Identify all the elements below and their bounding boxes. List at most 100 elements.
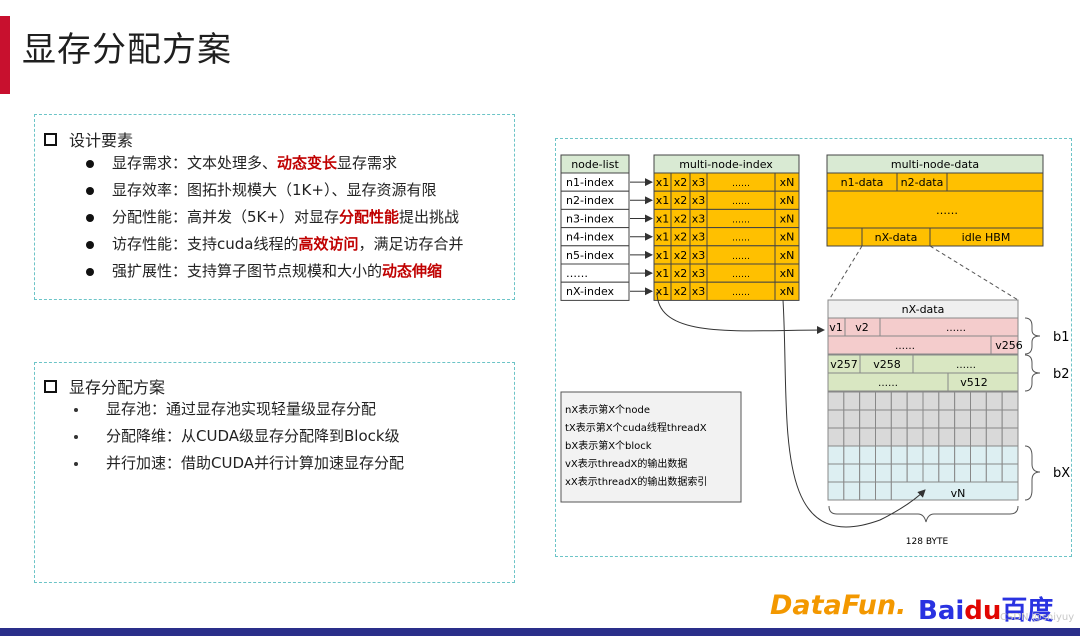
index-cell: x1 xyxy=(656,285,670,298)
cyan-cell xyxy=(954,445,972,465)
highlight-text: 动态变长 xyxy=(277,154,338,172)
square-bullet-icon xyxy=(44,379,57,393)
scheme-item: 分配降维：从CUDA级显存分配降到Block级 xyxy=(74,423,404,450)
gray-cell xyxy=(1001,409,1019,429)
index-cell: …… xyxy=(732,234,750,244)
cyan-cell xyxy=(827,445,845,465)
gray-cell xyxy=(938,409,956,429)
gray-cell xyxy=(985,409,1003,429)
scheme-box xyxy=(34,362,515,583)
gray-cell xyxy=(954,391,972,411)
arrow-x1-to-v1 xyxy=(656,291,825,335)
svg-text:……: …… xyxy=(946,323,966,334)
gray-cell xyxy=(843,391,861,411)
gray-cell xyxy=(859,391,877,411)
bullet-dot-icon xyxy=(74,434,78,439)
legend-line: tX表示第X个cuda线程threadX xyxy=(565,421,707,434)
cyan-cell xyxy=(875,481,892,501)
data-ellipsis: …… xyxy=(936,204,958,217)
gray-cell xyxy=(843,409,861,429)
cyan-cell xyxy=(906,445,924,465)
zoom-line-right xyxy=(929,245,1019,301)
bullet-dot-icon xyxy=(86,186,94,195)
highlight-text: 分配性能 xyxy=(338,208,399,226)
block-table-header: nX-data xyxy=(902,303,945,316)
gray-cell xyxy=(875,391,892,411)
legend-box: nX表示第X个nodetX表示第X个cuda线程threadXbX表示第X个bl… xyxy=(560,391,742,503)
footer-bar xyxy=(0,628,1080,636)
highlight-text: 动态伸缩 xyxy=(382,262,443,280)
brace-bx xyxy=(1024,445,1041,501)
node-list-row: n4-index xyxy=(566,231,615,244)
gray-cell xyxy=(970,427,987,447)
gray-cell xyxy=(827,409,845,429)
index-cell: xN xyxy=(780,194,795,207)
index-cell: xN xyxy=(780,249,795,262)
cyan-cell xyxy=(1001,463,1019,483)
highlight-text: 高效访问 xyxy=(298,235,359,253)
index-arrows xyxy=(630,178,653,296)
v256-cell: v256 xyxy=(995,339,1023,352)
design-elements-box xyxy=(34,114,515,300)
datafun-logo: DataFun. xyxy=(770,590,907,621)
cyan-cell xyxy=(827,481,845,501)
design-heading: 设计要素 xyxy=(44,127,133,151)
title-accent-bar xyxy=(0,16,10,94)
design-item: 显存需求：文本处理多、动态变长显存需求 xyxy=(86,150,464,177)
index-cell: x1 xyxy=(656,176,670,189)
scheme-item: 并行加速：借助CUDA并行计算加速显存分配 xyxy=(74,450,404,477)
index-cell: …… xyxy=(732,288,750,298)
width-label: 128 BYTE xyxy=(906,537,949,547)
legend-line: nX表示第X个node xyxy=(565,403,650,416)
index-cell: …… xyxy=(732,215,750,225)
brace-b1 xyxy=(1024,317,1041,355)
scheme-heading-text: 显存分配方案 xyxy=(69,378,166,397)
gray-cell xyxy=(827,427,845,447)
cyan-cell xyxy=(859,481,877,501)
v512-cell: v512 xyxy=(960,376,988,389)
cyan-cell xyxy=(890,445,908,465)
b1-label: b1 xyxy=(1053,330,1070,345)
square-bullet-icon xyxy=(44,132,57,146)
index-cell: …… xyxy=(732,197,750,207)
n2-data-cell: n2-data xyxy=(901,176,944,189)
cyan-cell xyxy=(859,463,877,483)
node-list-row: …… xyxy=(566,267,588,280)
cyan-cell xyxy=(985,445,1003,465)
svg-text:……: …… xyxy=(895,341,915,352)
index-cell: xN xyxy=(780,212,795,225)
cyan-cell xyxy=(827,463,845,483)
v257-cell: v257 xyxy=(830,358,858,371)
gray-cell xyxy=(875,427,892,447)
index-cell: x2 xyxy=(674,267,688,280)
index-cell: x3 xyxy=(692,194,706,207)
index-cell: x3 xyxy=(692,212,706,225)
cyan-cell xyxy=(938,463,956,483)
v2-cell: v2 xyxy=(855,321,869,334)
cyan-cell xyxy=(859,445,877,465)
design-item: 分配性能：高并发（5K+）对显存分配性能提出挑战 xyxy=(86,204,464,231)
bullet-dot-icon xyxy=(86,267,94,276)
gray-cell xyxy=(922,391,940,411)
gray-cell xyxy=(1001,427,1019,447)
scheme-heading: 显存分配方案 xyxy=(44,374,165,398)
multi-node-data-header: multi-node-data xyxy=(891,158,979,171)
gray-cell xyxy=(922,427,940,447)
gray-cell xyxy=(938,391,956,411)
gray-cell xyxy=(954,409,972,429)
gray-cell xyxy=(985,391,1003,411)
cyan-cell xyxy=(843,463,861,483)
gray-cell xyxy=(890,409,908,429)
gray-cell xyxy=(922,409,940,429)
n1-data-cell: n1-data xyxy=(841,176,884,189)
nx-data-cell: nX-data xyxy=(875,231,918,244)
watermark: CSDN @sniyuy xyxy=(1000,612,1075,623)
design-item: 访存性能：支持cuda线程的高效访问，满足访存合并 xyxy=(86,231,464,258)
gray-cell xyxy=(970,409,987,429)
design-item: 显存效率：图拓扑规模大（1K+）、显存资源有限 xyxy=(86,177,464,204)
index-cell: x3 xyxy=(692,267,706,280)
arrow-xn-to-vn xyxy=(782,299,926,528)
bullet-dot-icon xyxy=(86,159,94,168)
